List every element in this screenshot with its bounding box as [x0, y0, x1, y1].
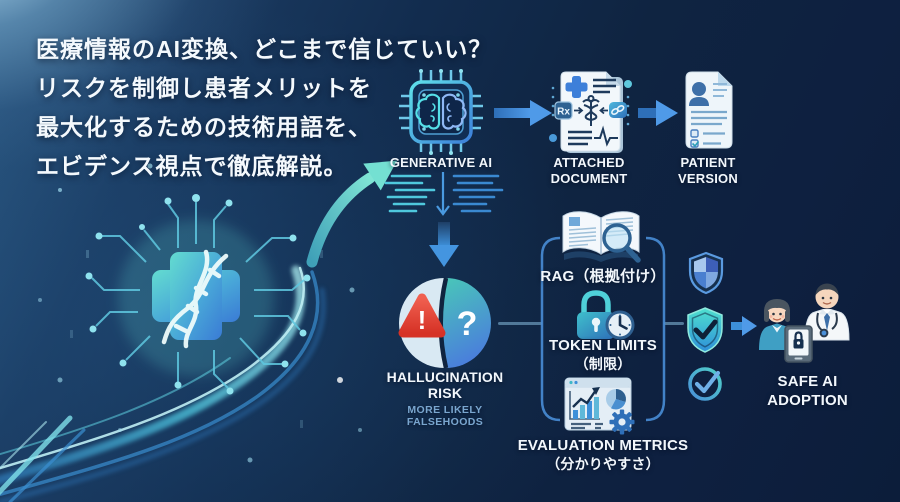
- checkered-shield-icon: [688, 251, 724, 295]
- document-lines-bottom: [568, 130, 592, 146]
- rx-badge: [554, 101, 573, 120]
- patient-version-label-line1: PATIENT: [680, 155, 736, 170]
- ecg-line: [594, 125, 618, 147]
- down-arrow-icon: [429, 222, 459, 267]
- safe-ai-label-line1: SAFE AI: [777, 373, 838, 390]
- hallucination-subtitle: MORE LIKELY FALSEHOODS: [383, 404, 507, 428]
- attached-document-label-line1: ATTACHED: [553, 155, 625, 170]
- warning-mark: !: [418, 305, 427, 335]
- dashboard-lines: [571, 422, 603, 430]
- avatar-side-lines: [713, 83, 727, 97]
- connector-bracket-to-shields: [664, 322, 684, 325]
- text-output-icon: [384, 172, 504, 216]
- bar-chart-glyph: [569, 387, 600, 420]
- medical-document-icon: Rx: [549, 71, 632, 153]
- hallucination-pie-icon: ! ?: [398, 277, 491, 369]
- keyhole: [591, 317, 601, 332]
- pie-chart-glyph: [606, 389, 626, 410]
- circuit-nodes: [85, 194, 311, 395]
- magnifier-glyph: [602, 223, 641, 263]
- attached-document-label: ATTACHED DOCUMENT: [544, 155, 634, 187]
- rx-badge-text: Rx: [557, 107, 570, 118]
- book-image-block: [569, 217, 580, 226]
- title-line-1: 医療情報のAI変換、どこまで信じていい？: [36, 36, 493, 62]
- title-line-2: リスクを制御し患者メリットを: [36, 75, 372, 101]
- rag-label: RAG（根拠付け）: [540, 268, 666, 285]
- mitigation-bracket: [540, 236, 666, 422]
- hallucination-label-line1: HALLUCINATION: [386, 369, 504, 385]
- medical-cross: [152, 249, 240, 349]
- checklist: [690, 129, 725, 148]
- lock-clock-icon: [577, 290, 635, 340]
- doctor-tie: [824, 313, 830, 331]
- doctor-figure: [804, 283, 850, 341]
- connector-risk-to-bracket: [498, 322, 542, 325]
- flow-arrow-1-icon: [494, 100, 552, 126]
- patient-document-icon: [685, 71, 733, 149]
- evaluation-metrics-sublabel: （分かりやすさ）: [546, 456, 660, 472]
- stethoscope: [816, 312, 838, 338]
- brain-glyph: [415, 93, 467, 130]
- patient-version-label-line2: VERSION: [678, 171, 738, 186]
- body-lines: [691, 110, 727, 126]
- attached-document-label-line2: DOCUMENT: [550, 171, 628, 186]
- generative-ai-label: GENERATIVE AI: [389, 155, 493, 170]
- dna-strand: [161, 249, 229, 349]
- evaluation-metrics-label: EVALUATION METRICS: [517, 437, 689, 454]
- warning-triangle-icon: !: [398, 293, 446, 338]
- page-title: 医療情報のAI変換、どこまで信じていい？ リスクを制御し患者メリットを 最大化す…: [36, 30, 506, 186]
- inner-arrows: [574, 106, 608, 115]
- circuit-traces: [91, 202, 305, 389]
- question-mark: ?: [457, 305, 478, 343]
- hallucination-risk-label: HALLUCINATION RISK: [383, 369, 507, 401]
- patient-avatar: [689, 82, 709, 106]
- book-magnifier-icon: [562, 211, 641, 263]
- gear-glyph: [609, 409, 635, 435]
- dashboard-metrics-icon: [564, 377, 635, 435]
- check-circle-icon: [688, 367, 722, 401]
- patient-version-label: PATIENT VERSION: [678, 155, 738, 187]
- title-line-4: エビデンス視点で徹底解説。: [36, 153, 348, 179]
- flow-arrow-3-icon: [731, 316, 757, 336]
- background-dots: [38, 163, 362, 463]
- token-limits-sublabel: （制限）: [574, 356, 632, 372]
- safe-ai-label-line2: ADOPTION: [767, 392, 848, 409]
- safe-ai-adoption-label: SAFE AI ADOPTION: [750, 372, 865, 410]
- curved-arrow-icon: [306, 160, 398, 268]
- chip-brain-icon: [399, 69, 483, 155]
- hallucination-subtitle-line2: FALSEHOODS: [406, 416, 484, 428]
- link-glyph: [611, 105, 625, 115]
- patient-doctor-icon: [759, 283, 850, 363]
- clock-glyph: [605, 310, 635, 340]
- hallucination-label-line2: RISK: [427, 385, 463, 401]
- mini-down-arrow: [436, 172, 450, 216]
- flow-arrow-2-icon: [638, 100, 678, 126]
- tablet-lock-icon: [784, 325, 813, 363]
- token-limits-label: TOKEN LIMITS: [549, 337, 657, 354]
- chip-screws: [422, 93, 460, 131]
- medical-cross-circuit-icon: [0, 163, 362, 502]
- document-cross: [565, 76, 588, 98]
- title-line-3: 最大化するための技術用語を、: [36, 114, 372, 140]
- hallucination-subtitle-line1: MORE LIKELY: [407, 404, 483, 416]
- caduceus-glyph: [582, 95, 600, 126]
- check-shield-icon: [687, 307, 723, 353]
- document-lines-top: [593, 78, 616, 94]
- chip-pin-caps: [419, 69, 463, 155]
- dotted-guides: [549, 80, 632, 142]
